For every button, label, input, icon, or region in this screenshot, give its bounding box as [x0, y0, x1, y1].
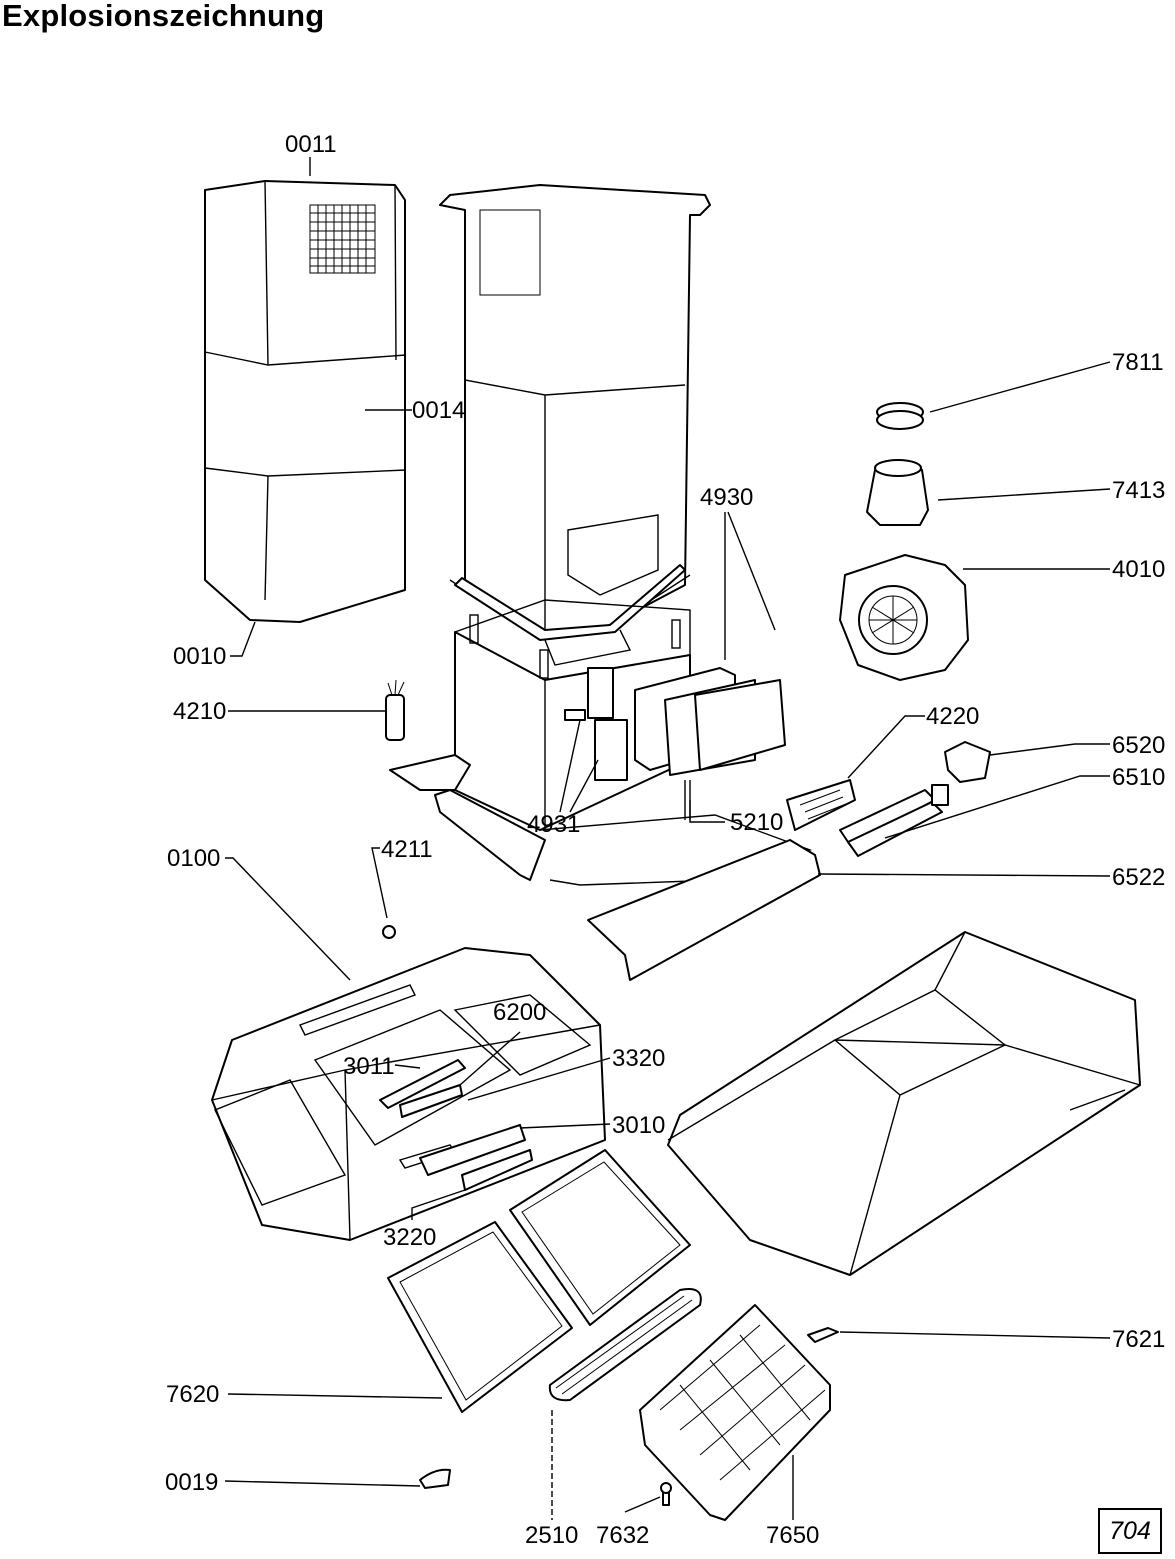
- label-0011: 0011: [285, 131, 337, 158]
- grease-filters-7620: [387, 1149, 691, 1413]
- label-2510: 2510: [525, 1522, 578, 1549]
- label-4931: 4931: [527, 811, 580, 838]
- carbon-filter-7650: [639, 1304, 831, 1521]
- label-6200: 6200: [493, 999, 546, 1026]
- label-0010: 0010: [173, 643, 226, 670]
- label-7621: 7621: [1112, 1326, 1165, 1353]
- inner-chimney-part: [439, 184, 711, 641]
- label-7650: 7650: [766, 1522, 819, 1549]
- label-4220: 4220: [926, 703, 979, 730]
- label-0100: 0100: [167, 845, 220, 872]
- electronics-parts: [564, 667, 786, 820]
- label-4930: 4930: [700, 484, 753, 511]
- control-panel-parts: [379, 1059, 533, 1191]
- motor-housing-base: [389, 599, 813, 886]
- label-6520: 6520: [1112, 732, 1165, 759]
- knob-0019: [419, 1468, 451, 1489]
- switch-4220: [786, 779, 856, 831]
- label-5210: 5210: [730, 809, 783, 836]
- hood-canopy: [667, 931, 1141, 1276]
- chimney-vent-grille: [309, 204, 376, 274]
- screw-7632: [660, 1482, 672, 1506]
- cover-plate-6522: [587, 839, 821, 981]
- label-4210: 4210: [173, 698, 226, 725]
- label-3010: 3010: [612, 1112, 665, 1139]
- page-number-box: 704: [1098, 1508, 1162, 1554]
- chimney-cover-part: [204, 180, 407, 623]
- label-7620: 7620: [166, 1381, 219, 1408]
- page-number: 704: [1109, 1516, 1151, 1545]
- label-0019: 0019: [165, 1469, 218, 1496]
- label-3220: 3220: [383, 1224, 436, 1251]
- valve-7413: [866, 459, 929, 526]
- label-7632: 7632: [596, 1522, 649, 1549]
- label-6510: 6510: [1112, 764, 1165, 791]
- capacitor-4210: [385, 679, 405, 741]
- label-7413: 7413: [1112, 477, 1165, 504]
- label-3011: 3011: [343, 1053, 395, 1080]
- label-7811: 7811: [1112, 349, 1164, 376]
- lamp-holder-6520: [944, 741, 991, 783]
- lamp-6510: [839, 784, 949, 857]
- part-labels: 0011 0014 0010 4210 4211 0100 6200 3011 …: [165, 131, 1165, 1549]
- page-title: Explosionszeichnung: [2, 0, 325, 33]
- gasket-2510: [548, 1288, 702, 1402]
- label-3320: 3320: [612, 1045, 665, 1072]
- label-4211: 4211: [381, 836, 433, 863]
- label-4010: 4010: [1112, 556, 1165, 583]
- leader-lines: [224, 157, 1111, 1520]
- clip-7621: [807, 1327, 839, 1343]
- ring-7811: [876, 402, 924, 430]
- nut-4211: [382, 925, 396, 939]
- label-0014: 0014: [412, 397, 465, 424]
- label-6522: 6522: [1112, 864, 1165, 891]
- blower-fan-4010: [839, 554, 969, 681]
